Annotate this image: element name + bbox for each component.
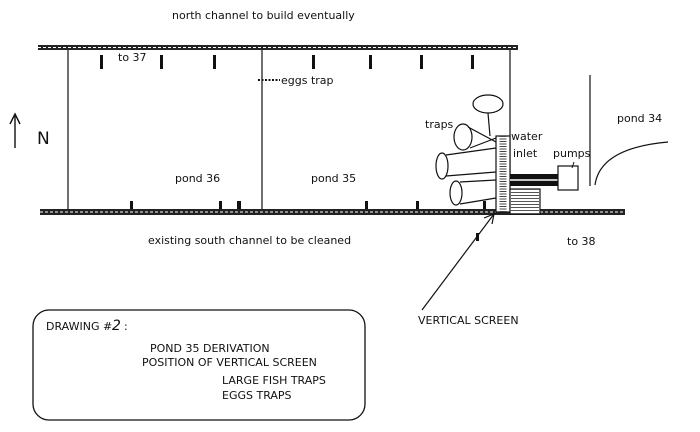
- to-38-label: to 38: [567, 235, 596, 248]
- inlet-label: inlet: [513, 147, 538, 160]
- water-inlet-pipe: [509, 174, 558, 215]
- vertical-screen-label: VERTICAL SCREEN: [418, 314, 519, 327]
- pumps-leader: [571, 161, 575, 169]
- legend-line-2: POSITION OF VERTICAL SCREEN: [142, 356, 317, 369]
- legend-line-1: POND 35 DERIVATION: [150, 342, 270, 355]
- pond-34-curve: [594, 141, 669, 186]
- water-label: water: [511, 130, 543, 143]
- legend-line-4: EGGS TRAPS: [222, 389, 292, 402]
- to-37-label: to 37: [118, 51, 147, 64]
- north-channel-label: north channel to build eventually: [172, 9, 355, 22]
- traps-label: traps: [425, 118, 454, 131]
- drawing-legend: DRAWING # 2 : POND 35 DERIVATION POSITIO…: [32, 309, 366, 421]
- eggs-trap-label: eggs trap: [281, 74, 334, 87]
- north-channel-ticks: [100, 55, 474, 69]
- pond-34-label: pond 34: [617, 112, 662, 125]
- pond-35-label: pond 35: [311, 172, 356, 185]
- south-channel-label: existing south channel to be cleaned: [148, 234, 351, 247]
- legend-number: 2: [112, 318, 121, 334]
- legend-title: DRAWING #: [46, 320, 112, 333]
- pumps-label: pumps: [553, 147, 591, 160]
- legend-line-3: LARGE FISH TRAPS: [222, 374, 326, 387]
- north-label: N: [37, 129, 50, 149]
- fish-trap-icons: [435, 94, 504, 206]
- pump-icon: [557, 165, 579, 191]
- pond-36-label: pond 36: [175, 172, 220, 185]
- vertical-screen-leader: [421, 213, 495, 311]
- north-arrow-icon: [9, 112, 21, 148]
- svg-text::: :: [124, 320, 128, 333]
- vertical-screen: [495, 135, 511, 213]
